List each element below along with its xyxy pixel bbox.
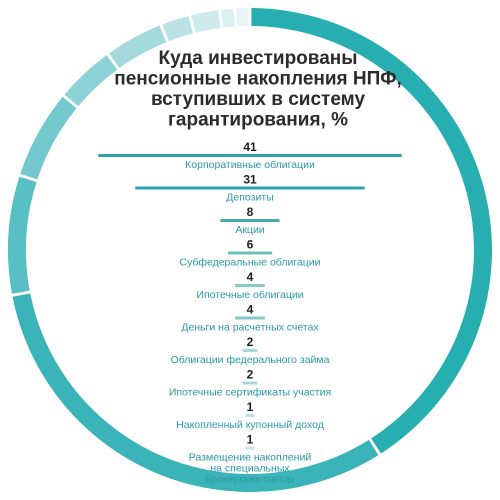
category-label-1-0: Депозиты — [226, 192, 273, 204]
bar-4 — [235, 284, 265, 287]
category-label-7-0: Ипотечные сертификаты участия — [169, 387, 331, 399]
ring-segment-9 — [236, 8, 249, 27]
ring-segment-6 — [162, 15, 193, 42]
bar-2 — [220, 219, 280, 222]
title-line-0: Куда инвестированы — [159, 48, 358, 69]
category-label-9-2: брокерских счетах — [205, 474, 296, 486]
category-label-9-0: Размещение накоплений — [189, 452, 312, 464]
ring-segment-1 — [12, 293, 379, 492]
bar-0 — [98, 154, 402, 157]
value-label-2: 8 — [247, 205, 254, 219]
value-label-3: 6 — [247, 238, 254, 252]
ring-segment-4 — [64, 55, 118, 107]
category-label-5-0: Деньги на расчетных счетах — [181, 322, 319, 334]
value-label-4: 4 — [247, 270, 254, 284]
category-label-9-1: на специальных — [210, 463, 290, 475]
title-line-1: пенсионные накопления НПФ, — [114, 69, 402, 90]
bar-3 — [227, 251, 273, 255]
bar-9 — [245, 446, 255, 450]
value-label-1: 31 — [243, 173, 257, 187]
bar-7 — [242, 381, 258, 385]
ring-segment-5 — [108, 25, 167, 68]
value-label-5: 4 — [247, 303, 254, 317]
bar-1 — [135, 186, 365, 190]
bar-8 — [245, 414, 255, 417]
value-label-7: 2 — [247, 368, 254, 382]
category-label-0-0: Корпоративные облигации — [185, 159, 315, 171]
ring-segment-3 — [20, 96, 77, 180]
category-label-8-0: Накопленный купонный доход — [176, 419, 324, 431]
ring — [7, 8, 492, 492]
value-label-9: 1 — [247, 433, 254, 447]
value-label-6: 2 — [247, 335, 254, 349]
bar-5 — [235, 316, 265, 320]
bar-6 — [242, 349, 258, 352]
value-label-8: 1 — [247, 400, 254, 414]
ring-segment-2 — [7, 176, 37, 294]
ring-segment-7 — [191, 10, 221, 33]
ring-segment-8 — [221, 8, 235, 28]
category-label-6-0: Облигации федерального займа — [171, 354, 330, 366]
category-label-2-0: Акции — [235, 224, 264, 236]
title-line-2: вступивших в систему — [151, 89, 366, 110]
title-line-3: гарантирования, % — [168, 110, 348, 131]
category-label-4-0: Ипотечные облигации — [196, 289, 303, 301]
value-label-0: 41 — [243, 140, 257, 154]
category-label-3-0: Субфедеральные облигации — [180, 257, 321, 269]
